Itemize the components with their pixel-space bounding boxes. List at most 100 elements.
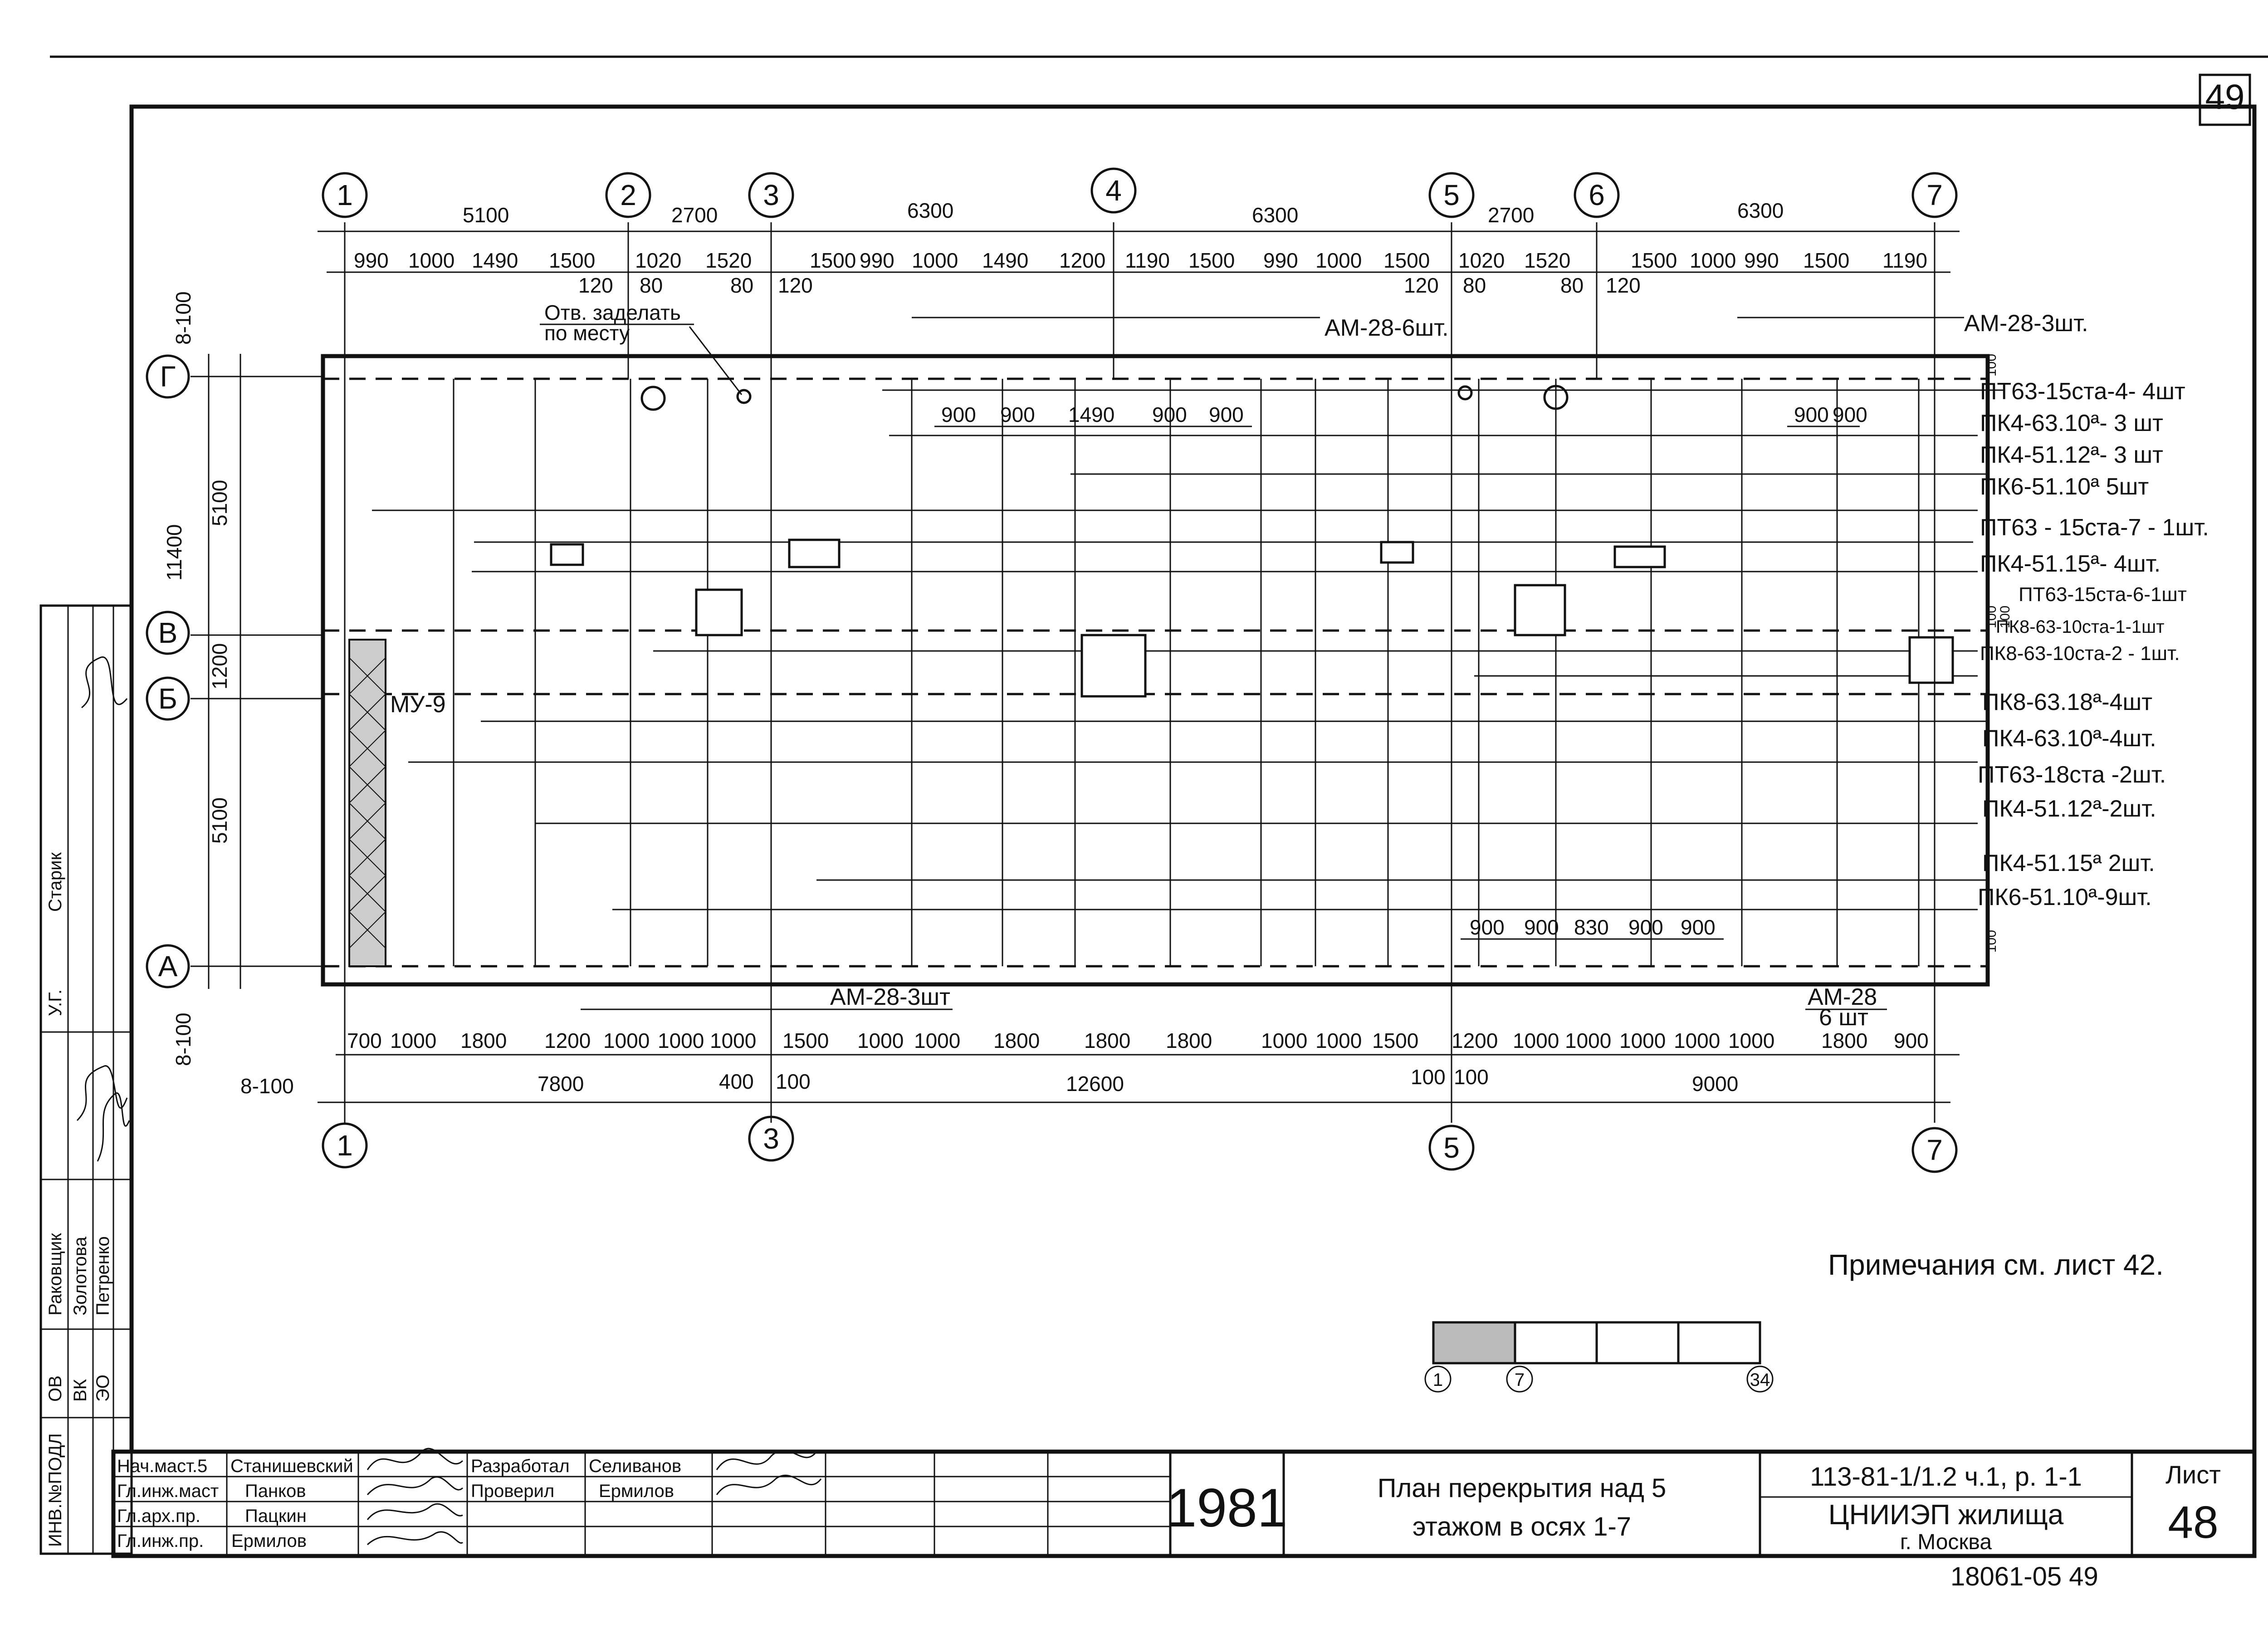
bottom-code: 18061-05 49 bbox=[1950, 1562, 2098, 1591]
schedule-item: ПК4-51.12ª-2шт. bbox=[1982, 796, 2156, 822]
dim-bottom-sub: 1800 bbox=[460, 1029, 507, 1052]
dim-bottom-sub: 1800 bbox=[1821, 1029, 1867, 1052]
tb-name: Селиванов bbox=[589, 1456, 681, 1476]
dim-top-sub: 1000 bbox=[408, 249, 455, 272]
svg-text:100: 100 bbox=[1984, 606, 1999, 628]
svg-text:900: 900 bbox=[1000, 403, 1035, 426]
tb-sheet-number: 48 bbox=[2168, 1497, 2218, 1548]
am28-bottom-right-qty: 6 шт bbox=[1819, 1004, 1868, 1031]
key-plan: 1 7 34 bbox=[1424, 1321, 1774, 1393]
schedule-item: ПК8-63-10ста-1-1шт bbox=[1996, 617, 2165, 637]
svg-text:900: 900 bbox=[1209, 403, 1244, 426]
side-stamp-frame bbox=[39, 604, 133, 1555]
svg-text:7: 7 bbox=[1926, 1134, 1943, 1166]
am28-3-top: АМ-28-3шт. bbox=[1964, 310, 2088, 337]
key-plan-highlight bbox=[1432, 1321, 1516, 1365]
axis-bubble-5-top bbox=[1428, 172, 1475, 218]
dim-top-sub: 990 bbox=[860, 249, 894, 272]
axis-bubbles-bottom: 1 3 5 7 bbox=[322, 1115, 1958, 1173]
svg-text:100: 100 bbox=[1984, 930, 1999, 953]
dim-bottom-sub: 1200 bbox=[1452, 1029, 1498, 1052]
tb-sheet-label: Лист bbox=[2165, 1460, 2221, 1489]
svg-text:6: 6 bbox=[1589, 179, 1605, 211]
svg-text:900: 900 bbox=[1628, 915, 1663, 939]
left-dimensions: 11400 5100 1200 5100 8-100 8-100 8-100 bbox=[162, 291, 294, 1098]
svg-text:1: 1 bbox=[1433, 1370, 1443, 1390]
dim-bottom-sub: 1000 bbox=[603, 1029, 650, 1052]
signature-ermilov bbox=[367, 1531, 464, 1546]
dim-top-main: 2700 bbox=[671, 203, 718, 227]
page-number: 49 bbox=[2205, 77, 2245, 117]
signature-patskin bbox=[367, 1503, 463, 1520]
side-role-eo: ЭО bbox=[93, 1375, 113, 1402]
tb-role: Гл.арх.пр. bbox=[117, 1506, 200, 1526]
dim-top-sub: 1520 bbox=[705, 249, 752, 272]
tb-name: Станишевский bbox=[230, 1456, 353, 1476]
dim-top-sub: 1020 bbox=[1458, 249, 1505, 272]
dim-bottom-sub: 700 bbox=[347, 1029, 382, 1052]
plan-annotations: Отв. заделать по месту АМ-28-6шт. АМ-28-… bbox=[540, 301, 2088, 1031]
svg-text:900: 900 bbox=[1794, 403, 1829, 426]
axis-bubble-5-bottom bbox=[1428, 1125, 1475, 1171]
dim-bottom-sub: 1000 bbox=[1674, 1029, 1720, 1052]
dim-top-sub: 1500 bbox=[1383, 249, 1430, 272]
dim-bottom-main: 100 bbox=[1411, 1065, 1446, 1089]
schedule-item: ПК4-51.15ª 2шт. bbox=[1982, 850, 2155, 876]
axis-bubble-7-bottom bbox=[1911, 1127, 1958, 1173]
schedule-item: ПТ63 - 15ста-7 - 1шт. bbox=[1980, 514, 2209, 541]
side-role-vk: ВК bbox=[70, 1379, 90, 1402]
tb-code: 113-81-1/1.2 ч.1, р. 1-1 bbox=[1810, 1462, 2082, 1492]
dim-left-part: 5100 bbox=[208, 480, 231, 526]
svg-text:Б: Б bbox=[158, 682, 177, 715]
bottom-dimensions: 700 1000 1800 1200 1000 1000 1000 1500 1… bbox=[318, 1029, 1960, 1103]
svg-text:900: 900 bbox=[1470, 915, 1505, 939]
dim-top-main: 6300 bbox=[1252, 203, 1298, 227]
side-name-rakovshchik: Раковщик bbox=[45, 1233, 65, 1316]
tb-org: ЦНИИЭП жилища bbox=[1828, 1499, 2064, 1531]
dim-top-sub: 990 bbox=[1744, 249, 1779, 272]
dim-top-sub: 1190 bbox=[1125, 249, 1170, 272]
dim-bottom-main: 100 bbox=[1454, 1065, 1489, 1089]
tb-role: Нач.маст.5 bbox=[117, 1456, 207, 1476]
dim-bottom-sub: 1000 bbox=[1728, 1029, 1774, 1052]
dim-bottom-main: 100 bbox=[776, 1070, 811, 1093]
axis-bubble-7-top bbox=[1911, 172, 1958, 218]
axis-bubble-1-top bbox=[322, 172, 368, 218]
svg-text:900: 900 bbox=[1152, 403, 1187, 426]
mu9-label: МУ-9 bbox=[390, 691, 446, 718]
tb-role: Гл.инж.маст bbox=[117, 1481, 219, 1501]
side-name-petrenko: Петренко bbox=[93, 1236, 113, 1316]
dim-top-sub: 990 bbox=[1263, 249, 1298, 272]
side-role-ug: У.Г. bbox=[45, 989, 65, 1016]
dim-top-small: 80 bbox=[1463, 274, 1486, 297]
svg-text:900: 900 bbox=[1833, 403, 1867, 426]
dim-top-small: 80 bbox=[640, 274, 663, 297]
axis-bubble-b bbox=[146, 676, 190, 721]
dim-bottom-offset: 8-100 bbox=[240, 1074, 294, 1098]
tb-role: Проверил bbox=[471, 1481, 554, 1501]
svg-text:900: 900 bbox=[1681, 915, 1716, 939]
axis-bubble-3-top bbox=[748, 172, 794, 218]
axis-bubble-2-top bbox=[605, 172, 651, 218]
tb-name: Ермилов bbox=[231, 1531, 307, 1551]
dim-bottom-sub: 1000 bbox=[1565, 1029, 1611, 1052]
dim-bottom-sub: 1000 bbox=[1315, 1029, 1362, 1052]
am28-bottom-right: АМ-28 bbox=[1808, 984, 1877, 1010]
dim-bottom-sub: 1000 bbox=[710, 1029, 756, 1052]
dim-top-sub: 1000 bbox=[1315, 249, 1362, 272]
dim-left-part: 5100 bbox=[208, 797, 231, 844]
tb-title-line2: этажом в осях 1-7 bbox=[1413, 1512, 1631, 1541]
tb-name: Ермилов bbox=[599, 1481, 674, 1501]
dim-top-sub: 1000 bbox=[1690, 249, 1736, 272]
axis-bubble-3-bottom bbox=[748, 1115, 794, 1162]
svg-text:100: 100 bbox=[1984, 354, 1999, 377]
tb-title-line1: План перекрытия над 5 bbox=[1378, 1473, 1666, 1503]
side-name-zolotova: Золотова bbox=[70, 1236, 90, 1316]
side-name-starik: Старик bbox=[45, 852, 65, 912]
dim-bottom-main: 9000 bbox=[1692, 1072, 1738, 1096]
dim-bottom-sub: 1000 bbox=[1513, 1029, 1559, 1052]
svg-text:4: 4 bbox=[1105, 174, 1122, 207]
signature-stanishevsky bbox=[367, 1448, 464, 1470]
dim-top-main: 2700 bbox=[1488, 203, 1534, 227]
axis-bubbles-rows: Г В Б А bbox=[146, 354, 190, 988]
